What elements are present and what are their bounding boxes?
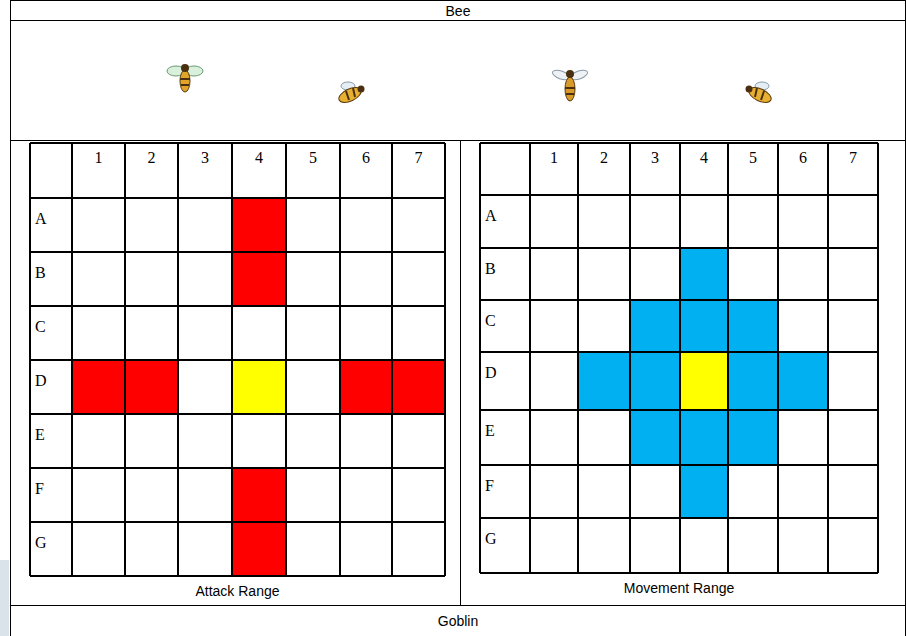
grid-line	[679, 143, 681, 573]
row-letter: A	[480, 195, 530, 248]
frame-line	[905, 0, 906, 636]
row-letter: G	[30, 522, 72, 576]
row-letter: C	[480, 300, 530, 352]
column-number: 2	[578, 143, 630, 195]
frame-line	[10, 0, 11, 636]
grid-line	[480, 247, 878, 249]
column-number: 1	[530, 143, 578, 195]
row-letter: B	[480, 248, 530, 300]
grid-line	[827, 143, 829, 573]
frame-line	[10, 140, 906, 141]
column-number: 4	[680, 143, 728, 195]
grid-line	[30, 197, 445, 199]
range-cell	[340, 360, 392, 414]
column-number: 6	[778, 143, 828, 195]
range-cell	[72, 360, 125, 414]
row-letter: F	[480, 465, 530, 518]
row-letter: A	[30, 198, 72, 252]
column-number: 3	[630, 143, 680, 195]
row-letter: F	[30, 468, 72, 522]
grid-line	[480, 517, 878, 519]
grid-line	[480, 299, 878, 301]
range-cell	[578, 352, 630, 410]
grid-line	[30, 575, 445, 577]
range-cell	[125, 360, 178, 414]
grid-line	[30, 305, 445, 307]
range-cell	[728, 410, 778, 465]
range-cell	[630, 410, 680, 465]
grid-line	[30, 413, 445, 415]
column-number: 2	[125, 143, 178, 198]
grid-line	[480, 142, 878, 144]
grid-line	[480, 194, 878, 196]
range-cell	[232, 252, 286, 306]
row-letter: D	[30, 360, 72, 414]
row-letter: D	[480, 352, 530, 410]
grid-line	[30, 251, 445, 253]
grid-line	[577, 143, 579, 573]
grid-line	[629, 143, 631, 573]
grid-line	[529, 143, 531, 573]
range-cell	[232, 468, 286, 522]
next-card-title: Goblin	[11, 607, 905, 635]
range-cell	[630, 300, 680, 352]
grid-line	[480, 572, 878, 574]
range-cell	[392, 360, 445, 414]
frame-line	[460, 140, 461, 605]
grid-line	[480, 351, 878, 353]
column-number: 3	[178, 143, 232, 198]
range-cell	[680, 352, 728, 410]
grid-line	[30, 359, 445, 361]
range-cell	[680, 300, 728, 352]
frame-line	[10, 0, 906, 1]
bee-sprite	[746, 82, 774, 106]
bee-sprite	[167, 64, 203, 92]
range-cell	[778, 352, 828, 410]
card-title: Bee	[11, 1, 905, 20]
row-letter: C	[30, 306, 72, 360]
range-cell	[680, 465, 728, 518]
range-cell	[630, 352, 680, 410]
column-number: 6	[340, 143, 392, 198]
column-number: 4	[232, 143, 286, 198]
edge-mark	[0, 560, 9, 636]
grid-line	[30, 142, 445, 144]
bee-sprite	[551, 68, 589, 101]
row-letter: E	[30, 414, 72, 468]
grid-line	[777, 143, 779, 573]
range-caption: Movement Range	[480, 575, 878, 601]
range-caption: Attack Range	[30, 578, 445, 604]
grid-line	[727, 143, 729, 573]
grid-line	[30, 467, 445, 469]
column-number: 7	[828, 143, 878, 195]
row-letter: B	[30, 252, 72, 306]
grid-line	[30, 521, 445, 523]
range-cell	[232, 522, 286, 576]
frame-line	[10, 605, 906, 606]
column-number: 7	[392, 143, 445, 198]
frame-line	[10, 20, 906, 21]
range-cell	[728, 300, 778, 352]
grid-line	[480, 409, 878, 411]
column-number: 5	[728, 143, 778, 195]
range-cell	[232, 198, 286, 252]
grid-line	[479, 143, 481, 573]
range-cell	[680, 248, 728, 300]
column-number: 1	[72, 143, 125, 198]
row-letter: E	[480, 410, 530, 465]
grid-line	[877, 143, 879, 573]
range-cell	[680, 410, 728, 465]
bee-sprite	[337, 82, 365, 106]
range-cell	[232, 360, 286, 414]
grid-line	[480, 464, 878, 466]
range-cell	[728, 352, 778, 410]
row-letter: G	[480, 518, 530, 573]
column-number: 5	[286, 143, 340, 198]
